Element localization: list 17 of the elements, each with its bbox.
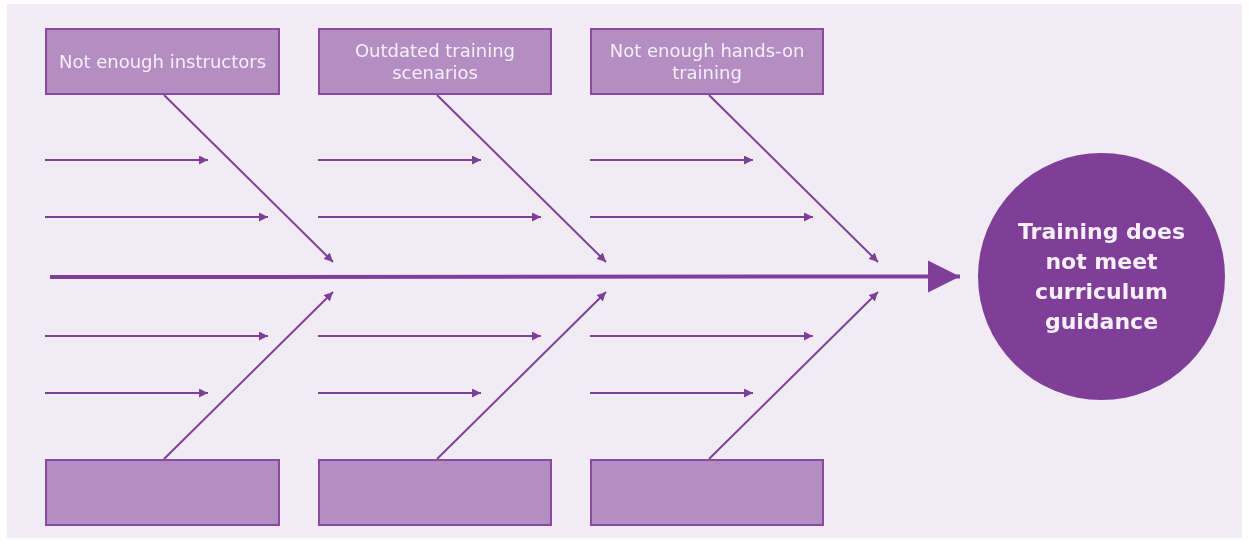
arrow: [708, 291, 879, 460]
arrow: [436, 94, 607, 263]
arrow: [163, 291, 334, 460]
arrow: [436, 291, 607, 460]
cause-box: [45, 459, 280, 526]
cause-label: Not enough instructors: [57, 50, 268, 73]
cause-box: [318, 28, 552, 95]
effect-text: Training does not meet curriculum guidance: [1017, 218, 1186, 336]
arrow: [708, 94, 879, 263]
cause-box: [318, 459, 552, 526]
cause-box: [590, 28, 824, 95]
arrow: [163, 94, 334, 263]
cause-label: Not enough hands-on training: [608, 39, 806, 84]
cause-label: Outdated training scenarios: [353, 39, 517, 84]
arrow: [50, 260, 960, 293]
cause-box: [45, 28, 280, 95]
cause-box: [590, 459, 824, 526]
